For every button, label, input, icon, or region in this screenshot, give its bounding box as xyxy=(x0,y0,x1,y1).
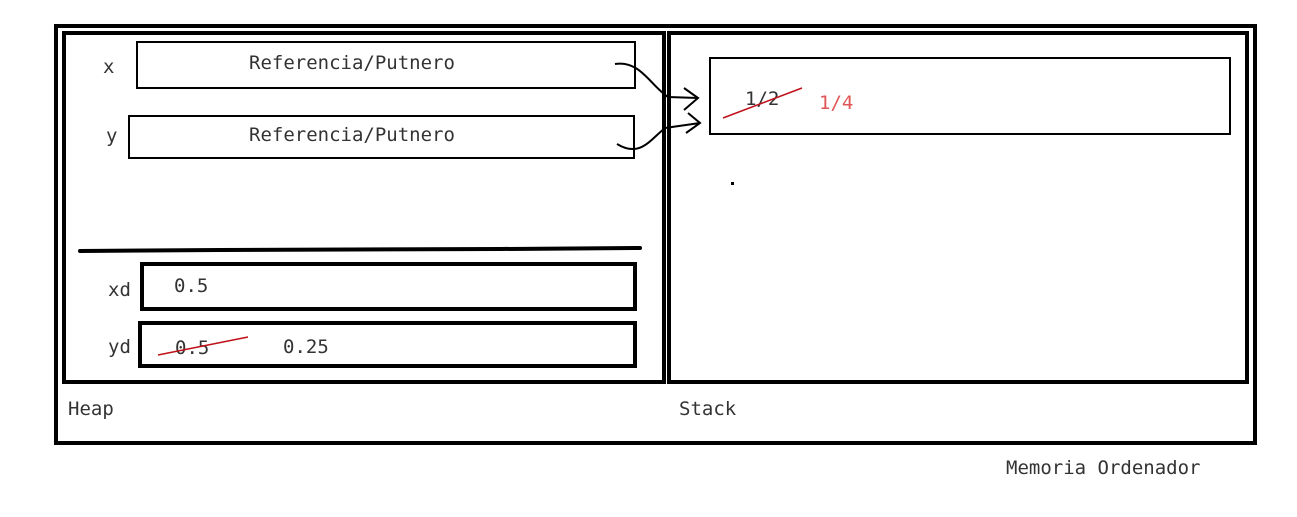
variable-xd-value: 0.5 xyxy=(174,275,209,297)
stack-object-new-value: 1/4 xyxy=(819,92,854,114)
variable-x-box xyxy=(136,41,636,89)
stack-object-old-value: 1/2 xyxy=(745,88,780,110)
variable-y-label: y xyxy=(106,125,118,147)
stack-label: Stack xyxy=(679,398,737,420)
heap-label: Heap xyxy=(68,398,114,420)
stack-object-box xyxy=(709,57,1231,135)
variable-yd-box xyxy=(138,321,637,368)
variable-yd-label: yd xyxy=(108,336,131,358)
variable-y-box xyxy=(128,115,635,159)
variable-x-content: Referencia/Putnero xyxy=(249,52,455,74)
memory-caption: Memoria Ordenador xyxy=(1006,457,1201,479)
variable-yd-value: 0.25 xyxy=(283,336,329,358)
variable-x-label: x xyxy=(103,56,115,78)
variable-y-content: Referencia/Putnero xyxy=(249,124,455,146)
variable-yd-old-value: 0.5 xyxy=(175,337,210,359)
variable-xd-label: xd xyxy=(108,279,131,301)
variable-xd-box xyxy=(140,262,637,311)
